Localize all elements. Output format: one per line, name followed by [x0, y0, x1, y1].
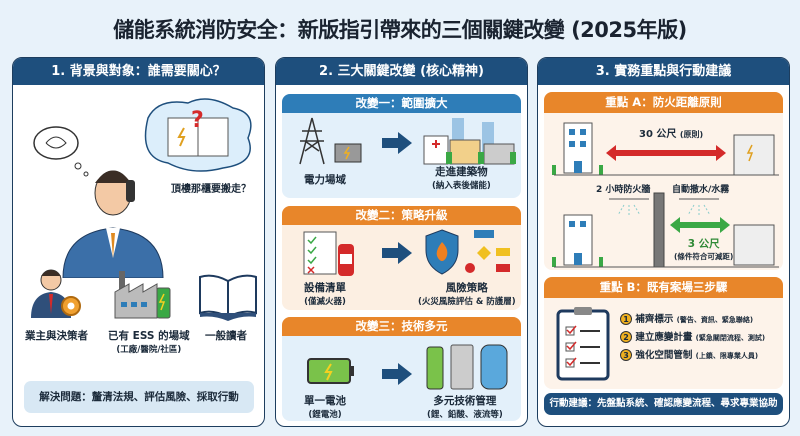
- city-buildings-icon: [423, 118, 516, 165]
- change-two-title: 改變二：策略升級: [282, 206, 521, 225]
- panel-practice: 3. 實務重點與行動建議 重點 A：防火距離原則 30 公尺 (原則) 2 小時…: [537, 57, 790, 427]
- multiple-batteries-icon: [426, 344, 508, 390]
- distance-30m-value: 30 公尺: [639, 129, 677, 140]
- audience-ess-site-sub: (工廠/醫院/社區): [116, 345, 182, 355]
- step-note: (警告、資訊、緊急聯絡): [676, 316, 754, 324]
- change-three-from: 單一電池 (鋰電池): [304, 393, 346, 420]
- change-two-from-title: 設備清單: [304, 282, 346, 294]
- step-number: 2: [620, 331, 632, 343]
- point-b-title: 重點 B：既有案場三步驟: [544, 277, 783, 298]
- change-one-to-sub: (納入表後儲能): [432, 181, 491, 191]
- distance-30m: 30 公尺 (原則): [639, 125, 703, 140]
- page-title: 儲能系統消防安全：新版指引帶來的三個關鍵改變 (2025年版): [113, 18, 687, 42]
- audience-ess-site-title: 已有 ESS 的場域: [108, 330, 190, 342]
- point-a-title: 重點 A：防火距離原則: [544, 92, 783, 113]
- change-one-section: 改變一：範圍擴大 電力場域 走進建築物 (納入表後儲能): [282, 94, 521, 198]
- worried-person-icon: [33, 98, 252, 278]
- sprinkler-label: 自動撒水/水霧: [672, 185, 730, 195]
- step-note: (緊急關閉流程、測試): [695, 334, 766, 342]
- arrow-right-icon: [382, 132, 412, 154]
- audience-ess-site-label: 已有 ESS 的場域 (工廠/醫院/社區): [108, 328, 190, 355]
- change-two-to: 風險策略 (火災風險評估 & 防護層): [418, 280, 516, 307]
- change-one-to: 走進建築物 (納入表後儲能): [432, 164, 491, 191]
- audience-owner-label: 業主與決策者: [25, 330, 88, 342]
- change-two-from-sub: (僅滅火器): [304, 297, 346, 307]
- fire-distance-diagram: [552, 122, 779, 268]
- change-one-title: 改變一：範圍擴大: [282, 94, 521, 113]
- change-three-to-sub: (鋰、鉛酸、液流等): [427, 410, 503, 420]
- step-note: (上鎖、限專業人員): [695, 352, 759, 360]
- change-two-to-title: 風險策略: [445, 282, 488, 294]
- change-three-title: 改變三：技術多元: [282, 317, 521, 336]
- change-three-section: 改變三：技術多元 單一電池 (鋰電池) 多元技術管理 (鋰、鉛酸、液流等): [282, 317, 521, 421]
- single-battery-icon: [307, 358, 354, 384]
- firewall-label: 2 小時防火牆: [596, 185, 651, 195]
- speech-text: 頂樓那櫃要搬走？: [171, 184, 251, 195]
- change-three-from-sub: (鋰電池): [308, 410, 342, 420]
- change-three-from-title: 單一電池: [304, 395, 346, 407]
- step-number: 3: [620, 349, 632, 361]
- distance-3m: 3 公尺 (條件符合可減距): [674, 236, 733, 262]
- change-two-from: 設備清單 (僅滅火器): [304, 280, 346, 307]
- step-main: 補齊標示: [635, 314, 674, 325]
- arrow-right-icon: [382, 242, 412, 264]
- point-a-section: 重點 A：防火距離原則 30 公尺 (原則) 2 小時防火牆 自動撒水/水霧 3…: [544, 92, 783, 270]
- clipboard-checklist-icon: [556, 307, 610, 381]
- shield-flowchart-icon: [425, 229, 510, 275]
- step-item: 3 強化空間管制 (上鎖、限專業人員): [620, 347, 765, 365]
- power-tower-icon: [299, 117, 362, 165]
- ess-cabinet-icon: [733, 134, 775, 176]
- distance-3m-note: (條件符合可減距): [674, 252, 734, 261]
- steps-list: 1 補齊標示 (警告、資訊、緊急聯絡) 2 建立應變計畫 (緊急關閉流程、測試)…: [620, 311, 765, 365]
- change-two-to-sub: (火災風險評估 & 防護層): [418, 297, 516, 307]
- step-item: 2 建立應變計畫 (緊急關閉流程、測試): [620, 329, 765, 347]
- audience-reader-label: 一般讀者: [205, 330, 247, 342]
- change-three-to-title: 多元技術管理: [433, 395, 497, 407]
- distance-3m-value: 3 公尺: [687, 238, 720, 250]
- business-owner-icon: [31, 269, 81, 318]
- panel-background: 1. 背景與對象：誰需要關心？ ? 頂樓那櫃要搬走？ 業主與決策者 已有 ESS…: [12, 57, 265, 427]
- building-icon: [563, 122, 593, 174]
- step-item: 1 補齊標示 (警告、資訊、緊急聯絡): [620, 311, 765, 329]
- change-one-to-title: 走進建築物: [435, 166, 488, 178]
- panel-header: 3. 實務重點與行動建議: [538, 58, 789, 85]
- change-two-section: 改變二：策略升級 設備清單 (僅滅火器) 風險策略 (火災風險評估 & 防護層): [282, 206, 521, 310]
- book-icon: [199, 274, 257, 321]
- question-mark: ?: [191, 108, 204, 133]
- point-b-section: 重點 B：既有案場三步驟 1 補齊標示 (警告、資訊、緊急聯絡) 2 建立應變計…: [544, 277, 783, 389]
- step-main: 強化空間管制: [635, 350, 693, 361]
- change-one-from: 電力場域: [304, 174, 346, 186]
- action-recommendation-bar: 行動建議：先盤點系統、確認應變流程、尋求專業協助: [544, 393, 783, 415]
- panel-header: 2. 三大關鍵改變 (核心精神): [276, 58, 527, 85]
- panel-header: 1. 背景與對象：誰需要關心？: [13, 58, 264, 85]
- step-main: 建立應變計畫: [635, 332, 693, 343]
- solution-box: 解決問題：釐清法規、評估風險、採取行動: [24, 381, 254, 413]
- change-three-to: 多元技術管理 (鋰、鉛酸、液流等): [427, 393, 503, 420]
- panel-key-changes: 2. 三大關鍵改變 (核心精神) 改變一：範圍擴大 電力場域 走進建築物 (納入表…: [275, 57, 528, 427]
- arrow-right-icon: [382, 363, 412, 385]
- step-number: 1: [620, 313, 632, 325]
- checklist-extinguisher-icon: [303, 231, 354, 276]
- distance-30m-note: (原則): [679, 130, 704, 139]
- factory-battery-icon: [114, 271, 171, 319]
